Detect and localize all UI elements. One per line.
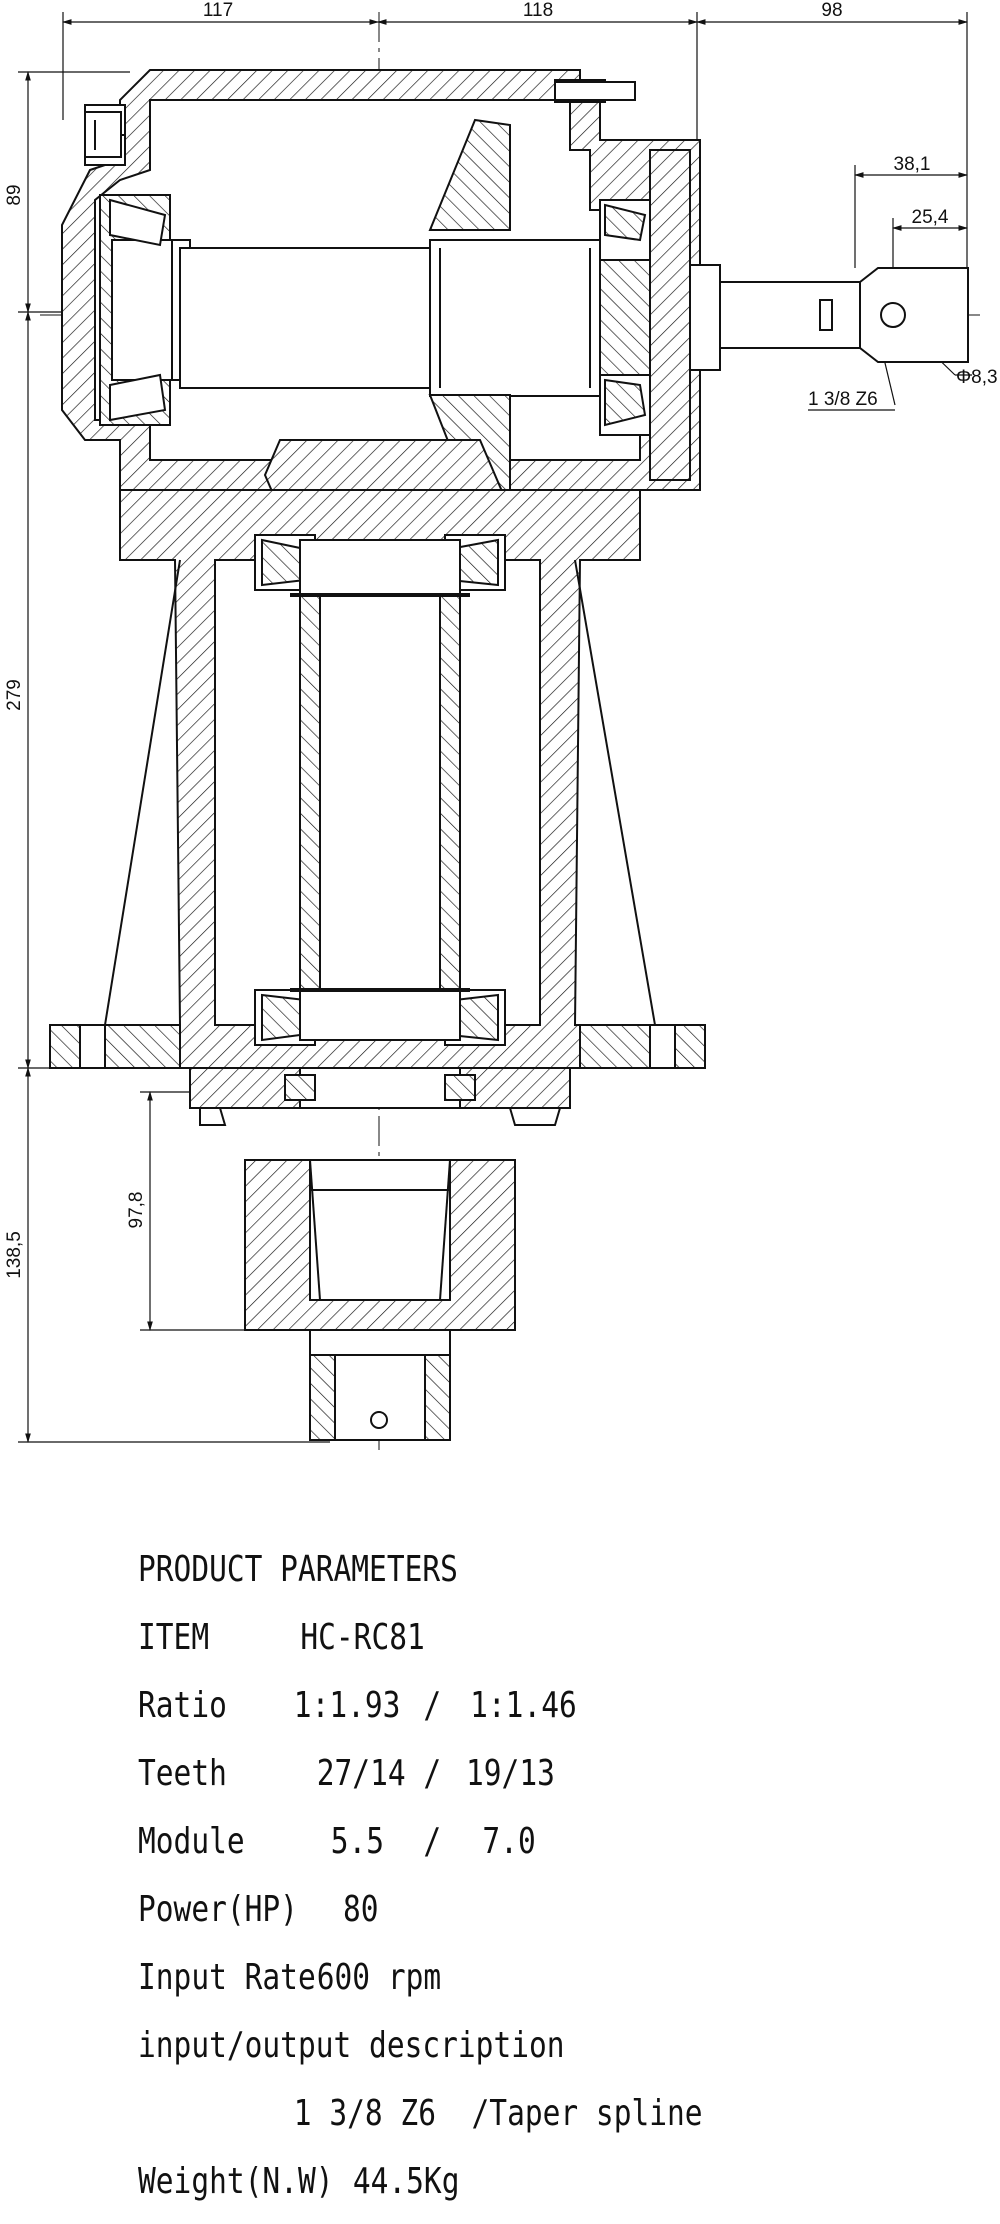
dim-hole-dia: Φ8,3	[956, 367, 998, 388]
io-value: 1 3/8 Z6 /Taper spline	[293, 2093, 703, 2134]
weight-label: Weight(N.W)	[138, 2161, 334, 2202]
dim-left-3: 138,5	[4, 1231, 25, 1279]
dim-right-2: 25,4	[912, 207, 949, 228]
input-rate-label: Input Rate	[138, 1957, 316, 1998]
module-v1: 5.5	[330, 1821, 385, 1862]
item-label: ITEM	[138, 1617, 210, 1658]
dim-top-left: 117	[203, 0, 233, 21]
dim-top-mid: 118	[523, 0, 553, 21]
dim-left-2: 279	[4, 679, 25, 711]
item-value: HC-RC81	[300, 1617, 425, 1658]
input-rate-value: 600 rpm	[316, 1957, 442, 1998]
io-label: input/output description	[138, 2025, 565, 2066]
io-label-row: input/output description	[138, 2020, 810, 2088]
item-row: ITEM HC-RC81	[138, 1612, 810, 1680]
bolts	[84, 81, 636, 158]
params-title: PRODUCT PARAMETERS	[138, 1549, 458, 1590]
vertical-shaft	[290, 539, 470, 1041]
dim-left-1: 89	[4, 184, 25, 205]
left-bearing	[99, 194, 191, 426]
teeth-sep: /	[423, 1753, 442, 1794]
params-title-row: PRODUCT PARAMETERS	[138, 1544, 810, 1612]
power-label: Power(HP)	[138, 1889, 298, 1930]
output-stub	[309, 1329, 451, 1441]
teeth-v2: 19/13	[466, 1753, 555, 1794]
ratio-v2: 1:1.46	[470, 1685, 577, 1726]
input-rate-row: Input Rate 600 rpm	[138, 1952, 810, 2020]
ratio-sep: /	[423, 1685, 442, 1726]
output-hub	[244, 1159, 516, 1331]
right-bearing	[599, 149, 691, 481]
module-sep: /	[423, 1821, 442, 1862]
dimension-labels: 117 118 98 38,1 25,4 Φ8,3 1 3/8 Z6 89 27…	[4, 0, 998, 1279]
dim-left-4: 97,8	[126, 1192, 147, 1229]
dim-top-right: 98	[821, 0, 842, 21]
module-row: Module 5.5 / 7.0	[138, 1816, 810, 1884]
io-value-row: 1 3/8 Z6 /Taper spline	[138, 2088, 810, 2156]
ratio-v1: 1:1.93	[293, 1685, 401, 1726]
ratio-row: Ratio 1:1.93 / 1:1.46	[138, 1680, 810, 1748]
teeth-row: Teeth 27/14 / 19/13	[138, 1748, 810, 1816]
input-shaft	[179, 239, 969, 397]
weight-row: Weight(N.W) 44.5Kg	[138, 2156, 810, 2224]
ratio-label: Ratio	[138, 1685, 227, 1726]
dim-right-1: 38,1	[894, 154, 931, 175]
seal-cap	[189, 1067, 571, 1126]
product-parameters: PRODUCT PARAMETERS ITEM HC-RC81 Ratio 1:…	[138, 1544, 958, 2224]
dim-spline: 1 3/8 Z6	[808, 389, 878, 410]
teeth-v1: 27/14	[316, 1753, 406, 1794]
top-dimensions	[62, 12, 968, 270]
power-value: 80	[343, 1889, 379, 1930]
module-label: Module	[138, 1821, 245, 1862]
gearbox-drawing: 117 118 98 38,1 25,4 Φ8,3 1 3/8 Z6 89 27…	[4, 0, 998, 1450]
power-row: Power(HP) 80	[138, 1884, 810, 1952]
weight-value: 44.5Kg	[352, 2161, 460, 2202]
module-v2: 7.0	[482, 1821, 536, 1862]
flange	[49, 1024, 706, 1069]
left-dimensions	[18, 71, 330, 1443]
teeth-label: Teeth	[138, 1753, 227, 1794]
